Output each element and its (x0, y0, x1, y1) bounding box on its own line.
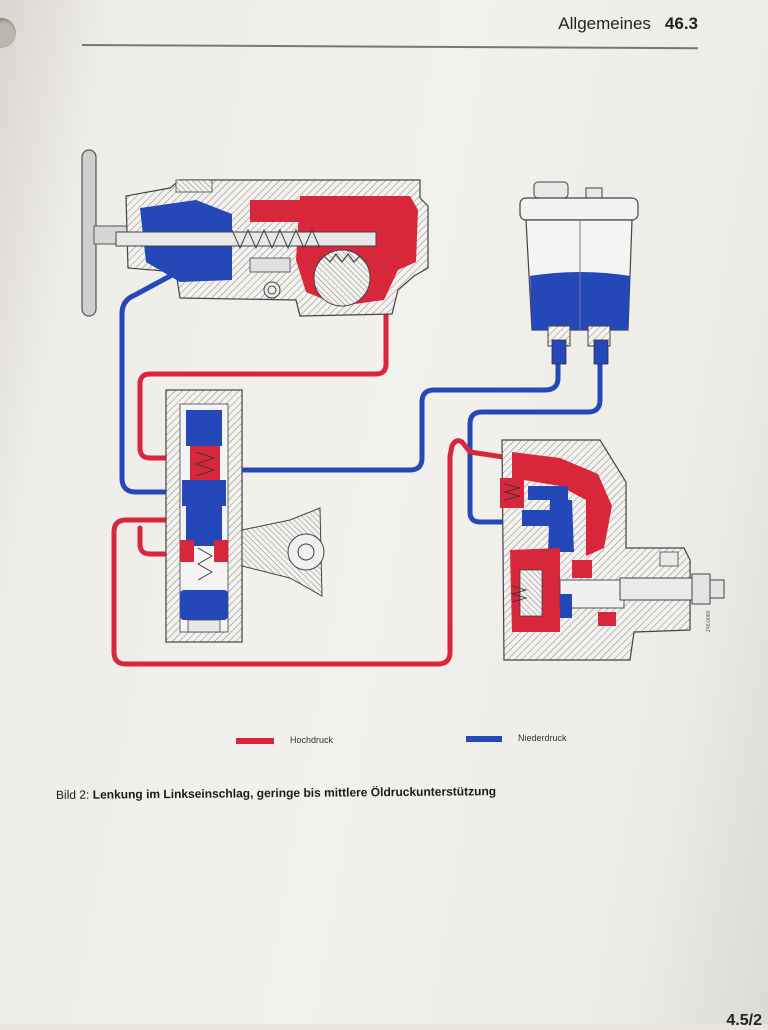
legend-swatch-low-pressure (466, 736, 502, 742)
caption-figure-label: Bild 2: (55, 787, 90, 802)
legend-label-high-pressure: Hochdruck (290, 735, 334, 745)
page-number-fragment: 4.5/2 (726, 1012, 762, 1029)
control-valve (165, 389, 325, 643)
legend-swatch-high-pressure (236, 738, 274, 744)
steering-gear (115, 179, 429, 317)
part-code: Z46-0080 (706, 610, 712, 632)
power-steering-pump: Z46-0080 (500, 439, 725, 661)
section-title: Allgemeines (558, 14, 651, 33)
page-header: Allgemeines 46.3 (558, 14, 698, 34)
binder-hole (0, 18, 16, 48)
oil-reservoir (519, 181, 639, 365)
legend-label-low-pressure: Niederdruck (518, 733, 567, 743)
low-pressure-lines (119, 272, 603, 525)
section-number: 46.3 (664, 14, 698, 33)
